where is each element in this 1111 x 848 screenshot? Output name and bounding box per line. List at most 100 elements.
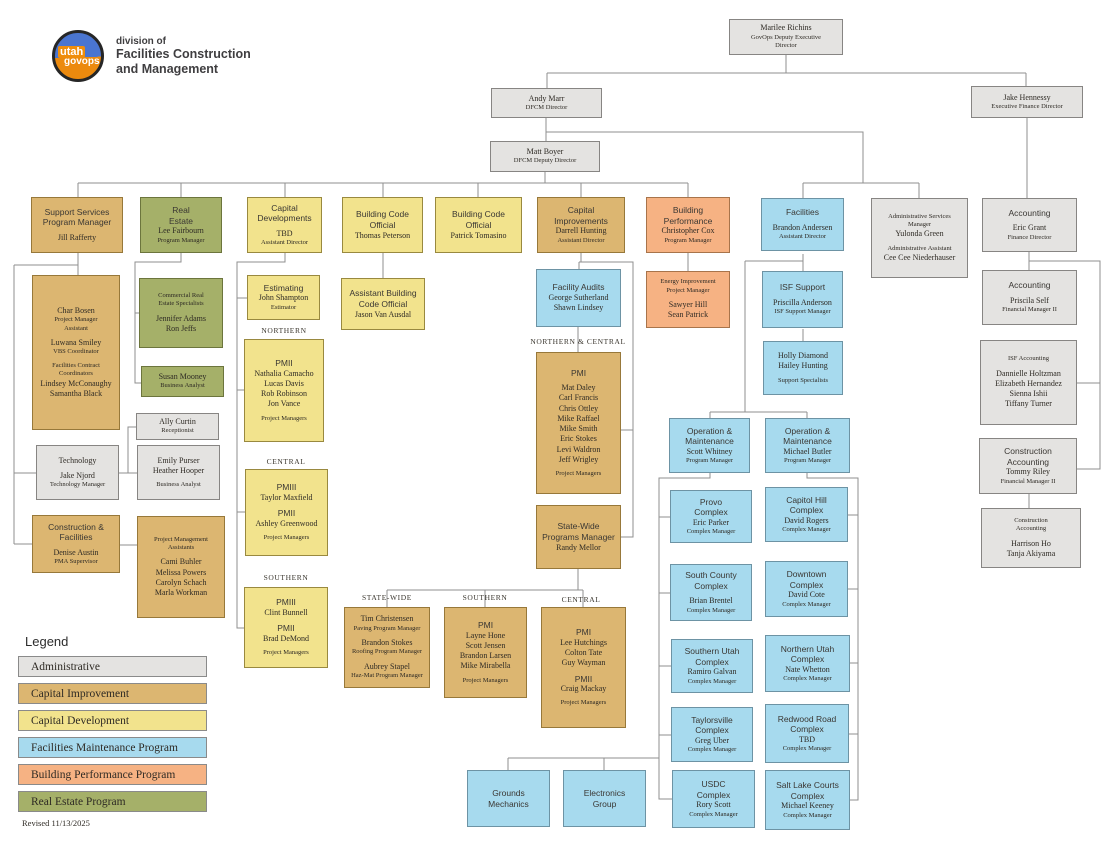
org-box-text: Administrative Services [888,212,951,220]
legend-item-capital-improvement: Capital Improvement [18,683,207,704]
legend-item-capital-development: Capital Development [18,710,207,731]
org-box-text: Paving Program Manager [353,624,421,632]
connector-line [1029,260,1101,470]
org-box-text: Mat Daley [561,383,596,393]
org-box-text: Brad DeMond [263,633,309,643]
org-box-text: Energy Improvement [660,278,716,286]
org-box-text: South County [685,570,737,581]
org-box-text: Accounting [1006,456,1050,467]
org-box-text: Michael Butler [783,446,832,456]
legend-item-facilities-maintenance-program: Facilities Maintenance Program [18,737,207,758]
org-box-text: Redwood Road [777,713,837,724]
legend-item-building-performance-program: Building Performance Program [18,764,207,785]
org-box-text: TBD [276,228,293,238]
org-box-text: Hailey Hunting [778,361,828,371]
org-box-text: Roofing Program Manager [351,648,423,656]
logo-badge-govops-text: govops [64,56,100,67]
org-box-text: DFCM Deputy Director [513,157,577,165]
org-box-text: Ashley Greenwood [255,518,318,528]
org-box-text: Facility Audits [552,282,605,293]
org-box-text: Tanja Akiyama [1006,548,1056,558]
org-box-text: Executive Finance Director [991,102,1063,110]
org-box-text: Nathalia Camacho [254,368,314,378]
org-box-text: Capital [271,202,298,213]
org-box-text: Taylor Maxfield [260,493,313,503]
org-box-text: Susan Mooney [158,372,207,382]
section-label: NORTHERN & CENTRAL [530,337,626,346]
org-box-text: Facilities [59,532,93,543]
org-box-text: Administrative Assistant [887,244,952,252]
org-box-text: Brian Brentel [689,596,733,606]
org-box-text: Group [592,798,617,809]
org-box-text: Sean Patrick [667,310,709,320]
org-box-text: Complex Manager [689,810,738,818]
org-box-text: Construction [1004,446,1052,457]
org-box-text: Complex [696,789,731,800]
org-box-text: Char Bosen [57,305,95,315]
connector-line [579,261,634,538]
org-box-text: Estate [168,215,194,226]
org-box-text: PMII [275,358,293,368]
org-box-text: Nate Whetton [785,664,830,674]
org-box-text: Technology Manager [49,481,106,489]
org-box-text: PMI [477,620,494,630]
org-box-text: Program Manager [664,236,712,244]
org-box-text: David Rogers [784,515,829,525]
org-box-text: Building Code [356,209,409,220]
org-box-text: Cee Cee Niederhauser [883,253,956,263]
org-box-text: Matt Boyer [526,147,564,157]
org-box-text: Operation & [784,425,831,436]
org-box-text: USDC [701,779,726,790]
org-box-text: Brandon Stokes [361,638,413,648]
org-box-text: Sienna Ishii [1009,389,1048,399]
org-box-text: Project Management [154,535,208,543]
org-box-text: Tim Christensen [360,614,414,624]
org-box-text: Scott Jensen [465,640,506,650]
org-box-text: Building Code [452,209,505,220]
org-box-text: Assistant Building [349,288,417,299]
org-box-text: Haz-Mat Program Manager [351,672,423,680]
org-box-text: Christopher Cox [661,226,715,236]
org-box-text: Project Manager [54,316,98,324]
org-box-text: George Sutherland [548,293,609,303]
org-box-text: Brandon Andersen [772,222,833,232]
org-box-text: Luwana Smiley [50,338,102,348]
org-box-text: Support Specialists [777,376,828,384]
org-box-text: Jill Rafferty [57,233,97,242]
org-box-text: Program Manager [157,236,205,244]
org-box-text: Complex Manager [686,606,736,614]
org-box-text: PMIII [276,482,297,493]
org-box-text: Complex Manager [687,677,737,685]
org-box-text: Complex Manager [782,745,832,753]
org-box-text: Financial Manager II [1000,477,1056,485]
org-box-text: Complex [694,507,728,518]
org-box-text: Melissa Powers [155,567,207,577]
section-label: SOUTHERN [263,573,309,582]
org-box-text: Director [775,42,797,50]
connector-line [806,473,859,801]
org-box-text: Eric Stokes [560,434,597,444]
org-box-text: Complex [789,505,824,516]
